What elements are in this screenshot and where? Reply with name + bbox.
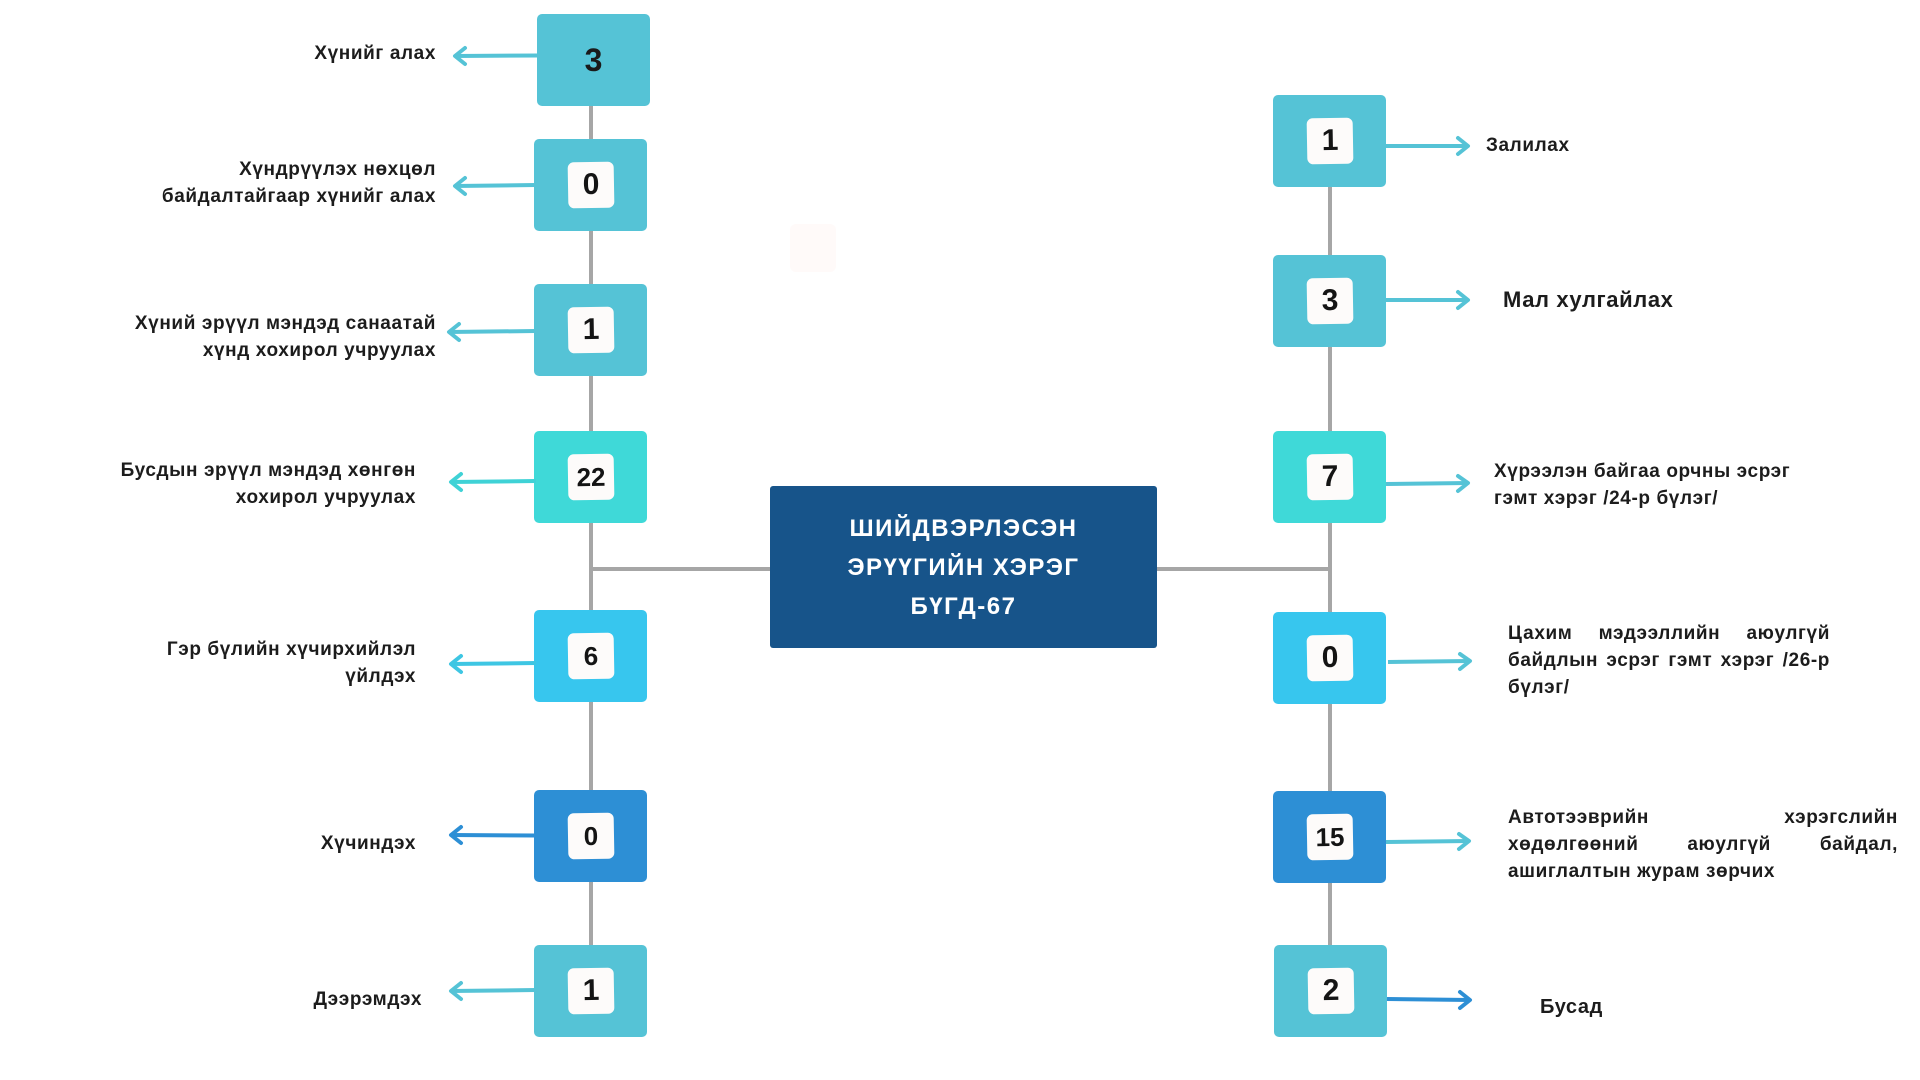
right-count-box: 7 xyxy=(1273,431,1386,523)
crime-label: Хүнийг алах xyxy=(314,43,436,64)
crime-label: Бусад xyxy=(1540,996,1603,1018)
total-count: БҮГД-67 xyxy=(910,592,1017,620)
count-value: 0 xyxy=(1306,634,1353,682)
count-value: 1 xyxy=(1306,117,1353,165)
right-count-box: 1 xyxy=(1273,95,1386,187)
arrow-left-icon xyxy=(448,472,537,492)
crime-label: Бусдын эрүүл мэндэд хөнгөн хохирол учруу… xyxy=(120,460,416,508)
crime-label: Цахим мэдээллийн аюулгүй байдлын эсрэг г… xyxy=(1508,623,1830,698)
left-count-box: 3 xyxy=(537,14,650,106)
count-value: 2 xyxy=(1307,967,1354,1015)
count-value: 0 xyxy=(567,812,614,860)
count-value: 1 xyxy=(567,306,614,354)
crime-label: Дээрэмдэх xyxy=(313,989,422,1010)
right-connector-line xyxy=(1156,567,1330,571)
crime-label: Гэр бүлийн хүчирхийлэл үйлдэх xyxy=(166,639,416,687)
crime-label: Хүрээлэн байгаа орчны эсрэг гэмт хэрэг /… xyxy=(1494,461,1791,509)
arrow-right-icon xyxy=(1385,832,1472,852)
crime-label: Мал хулгайлах xyxy=(1503,287,1674,312)
count-value: 1 xyxy=(567,967,614,1015)
count-value: 0 xyxy=(567,161,614,209)
right-count-box: 2 xyxy=(1274,945,1387,1037)
decorative-square xyxy=(790,224,836,272)
left-count-box: 22 xyxy=(534,431,647,523)
crime-label: Хүчиндэх xyxy=(320,833,416,854)
count-value: 22 xyxy=(567,453,614,501)
arrow-left-icon xyxy=(448,981,537,1001)
left-count-box: 6 xyxy=(534,610,647,702)
crime-label: Хүндрүүлэх нөхцөл байдалтайгаар хүнийг а… xyxy=(161,159,436,207)
left-count-box: 1 xyxy=(534,945,647,1037)
arrow-left-icon xyxy=(448,654,537,674)
arrow-right-icon xyxy=(1386,990,1473,1010)
count-value: 7 xyxy=(1306,453,1353,501)
right-spine-line xyxy=(1328,180,1332,950)
left-spine-line xyxy=(589,100,593,950)
arrow-left-icon xyxy=(448,825,537,845)
crime-label: Залилах xyxy=(1486,135,1570,156)
total-title-line2: ЭРҮҮГИЙН ХЭРЭГ xyxy=(847,553,1080,581)
left-connector-line xyxy=(591,567,771,571)
arrow-right-icon xyxy=(1385,474,1471,494)
left-count-box: 0 xyxy=(534,790,647,882)
arrow-right-icon xyxy=(1386,136,1471,156)
count-value: 6 xyxy=(567,632,614,680)
left-count-box: 0 xyxy=(534,139,647,231)
total-cases-box: ШИЙДВЭРЛЭСЭН ЭРҮҮГИЙН ХЭРЭГ БҮГД-67 xyxy=(770,486,1157,648)
right-count-box: 3 xyxy=(1273,255,1386,347)
arrow-left-icon xyxy=(452,46,539,66)
arrow-right-icon xyxy=(1386,290,1471,310)
right-count-box: 0 xyxy=(1273,612,1386,704)
total-title-line1: ШИЙДВЭРЛЭСЭН xyxy=(849,514,1078,542)
arrow-left-icon xyxy=(446,322,537,342)
arrow-left-icon xyxy=(452,176,537,196)
crime-label: Автотээврийн хэрэгслийн хөдөлгөөний аюул… xyxy=(1508,807,1898,882)
left-count-box: 1 xyxy=(534,284,647,376)
arrow-right-icon xyxy=(1387,652,1473,672)
count-value: 3 xyxy=(584,41,603,78)
crime-label: Хүний эрүүл мэндэд санаатай хүнд хохирол… xyxy=(134,313,436,361)
count-value: 3 xyxy=(1306,277,1353,325)
count-value: 15 xyxy=(1306,813,1353,861)
right-count-box: 15 xyxy=(1273,791,1386,883)
